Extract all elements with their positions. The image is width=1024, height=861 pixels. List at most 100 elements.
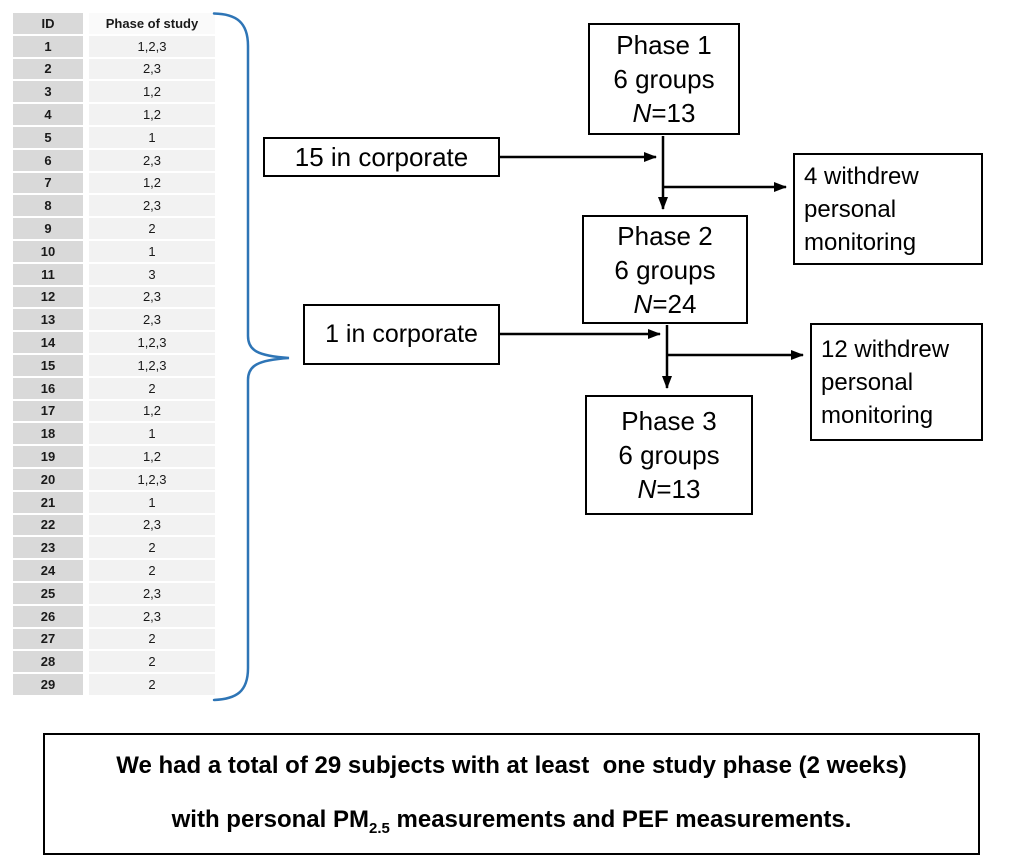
cell-phase-of-study: 2,3	[89, 58, 215, 80]
cell-phase-of-study: 1	[89, 491, 215, 513]
withdrew4-line3: monitoring	[804, 228, 917, 256]
table-row: 6 2,3	[13, 149, 216, 171]
corporate15-label: 15 in corporate	[294, 141, 469, 172]
cell-phase-of-study: 1,2	[89, 400, 215, 422]
table-row: 2 2,3	[13, 58, 216, 80]
phase1-groups: 6 groups	[613, 64, 715, 94]
cell-phase-of-study: 1,2	[89, 104, 215, 125]
summary-line2-prefix: with personal PM	[171, 805, 369, 833]
cell-phase-of-study: 1	[89, 423, 215, 445]
table-row: 26 2,3	[13, 605, 216, 627]
phase1-box: Phase 1 6 groups N=13	[588, 23, 740, 135]
table-row: 7 1,2	[13, 172, 216, 194]
cell-phase-of-study: 2,3	[89, 286, 215, 308]
table-row: 12 2,3	[13, 286, 216, 308]
cell-phase-of-study: 2	[89, 628, 215, 650]
cell-subject-id: 4	[13, 104, 83, 125]
cell-phase-of-study: 1,2,3	[89, 332, 215, 353]
cell-subject-id: 27	[13, 628, 83, 650]
cell-subject-id: 3	[13, 81, 83, 103]
table-row: 27 2	[13, 628, 216, 650]
cell-subject-id: 11	[13, 263, 83, 285]
table-row: 13 2,3	[13, 309, 216, 331]
table-brace	[212, 12, 290, 702]
withdrew12-line1: 12 withdrew	[821, 335, 950, 363]
cell-subject-id: 10	[13, 240, 83, 262]
cell-phase-of-study: 1	[89, 240, 215, 262]
summary-line2: with personal PM2.5 measurements and PEF…	[172, 806, 852, 837]
cell-phase-of-study: 2	[89, 674, 215, 695]
cell-subject-id: 19	[13, 446, 83, 467]
table-row: 14 1,2,3	[13, 332, 216, 353]
col-header-phase: Phase of study	[89, 13, 215, 34]
cell-phase-of-study: 2,3	[89, 309, 215, 331]
summary-line2-suffix: measurements and PEF measurements.	[389, 805, 852, 833]
cell-phase-of-study: 3	[89, 263, 215, 285]
table-row: 19 1,2	[13, 446, 216, 467]
cell-phase-of-study: 1,2	[89, 172, 215, 194]
cell-phase-of-study: 2	[89, 651, 215, 673]
table-row: 29 2	[13, 674, 216, 695]
summary-box: We had a total of 29 subjects with at le…	[43, 733, 980, 855]
cell-phase-of-study: 2,3	[89, 582, 215, 604]
cell-subject-id: 17	[13, 400, 83, 422]
cell-subject-id: 25	[13, 582, 83, 604]
table-row: 9 2	[13, 218, 216, 239]
table-row: 17 1,2	[13, 400, 216, 422]
phase2-n-value: =24	[652, 288, 697, 319]
cell-phase-of-study: 2,3	[89, 605, 215, 627]
cell-phase-of-study: 1,2,3	[89, 35, 215, 57]
withdrew12-box: 12 withdrew personal monitoring	[810, 323, 983, 441]
table-row: 18 1	[13, 423, 216, 445]
table-row: 4 1,2	[13, 104, 216, 125]
cell-subject-id: 2	[13, 58, 83, 80]
withdrew4-line2: personal	[804, 195, 897, 223]
table-row: 24 2	[13, 560, 216, 581]
cell-phase-of-study: 2,3	[89, 149, 215, 171]
cell-subject-id: 18	[13, 423, 83, 445]
cell-subject-id: 22	[13, 514, 83, 536]
cell-phase-of-study: 2	[89, 377, 215, 399]
cell-subject-id: 23	[13, 537, 83, 559]
cell-subject-id: 1	[13, 35, 83, 57]
cell-subject-id: 12	[13, 286, 83, 308]
table-row: 20 1,2,3	[13, 468, 216, 490]
subject-phase-table: ID Phase of study 1 1,2,3 2 2,3 3 1,2	[13, 13, 216, 697]
cell-phase-of-study: 1,2,3	[89, 354, 215, 376]
cell-subject-id: 5	[13, 126, 83, 148]
table-row: 16 2	[13, 377, 216, 399]
phase1-title: Phase 1	[616, 30, 712, 60]
withdrew4-box: 4 withdrew personal monitoring	[793, 153, 983, 265]
cell-subject-id: 9	[13, 218, 83, 239]
pm25-subscript: 2.5	[368, 819, 390, 837]
phase2-title: Phase 2	[617, 220, 713, 251]
corporate1-box: 1 in corporate	[303, 304, 500, 365]
cell-subject-id: 7	[13, 172, 83, 194]
phase2-groups: 6 groups	[614, 254, 716, 285]
phase3-groups: 6 groups	[618, 440, 720, 470]
table-row: 11 3	[13, 263, 216, 285]
phase3-n: N=13	[638, 472, 701, 506]
withdrew12-line2: personal	[821, 368, 914, 396]
cell-subject-id: 13	[13, 309, 83, 331]
cell-subject-id: 8	[13, 195, 83, 217]
table-row: 3 1,2	[13, 81, 216, 103]
cell-phase-of-study: 2	[89, 560, 215, 581]
cell-subject-id: 28	[13, 651, 83, 673]
table-row: 28 2	[13, 651, 216, 673]
cell-phase-of-study: 1,2	[89, 81, 215, 103]
phase1-n-symbol: N	[632, 98, 652, 128]
table-row: 5 1	[13, 126, 216, 148]
cell-phase-of-study: 1,2	[89, 446, 215, 467]
phase1-n: N=13	[633, 96, 696, 130]
withdrew12-line3: monitoring	[821, 401, 934, 429]
withdrew4-line1: 4 withdrew	[804, 162, 919, 190]
table-row: 8 2,3	[13, 195, 216, 217]
cell-phase-of-study: 1	[89, 126, 215, 148]
cell-phase-of-study: 2,3	[89, 195, 215, 217]
phase3-n-symbol: N	[637, 474, 657, 504]
table-row: 21 1	[13, 491, 216, 513]
cell-phase-of-study: 2	[89, 218, 215, 239]
col-header-id: ID	[13, 13, 83, 34]
phase2-box: Phase 2 6 groups N=24	[582, 215, 748, 324]
